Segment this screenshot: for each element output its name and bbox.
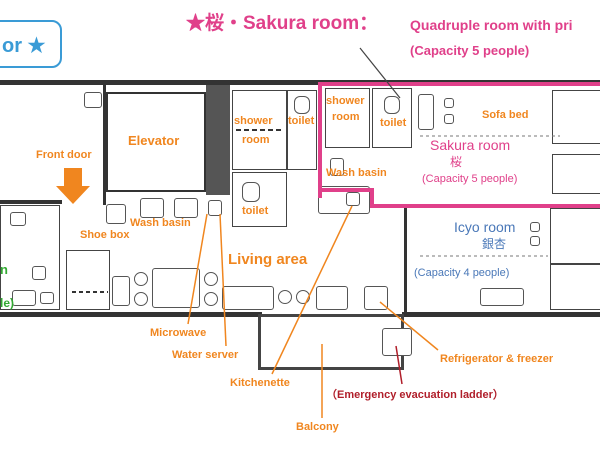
sofa-bed-label: Sofa bed xyxy=(482,109,529,121)
microwave-label: Microwave xyxy=(150,327,207,339)
fridge xyxy=(364,286,388,310)
stool-6 xyxy=(296,290,310,304)
sakura-stool-a xyxy=(444,98,454,108)
left-room-label-n: n xyxy=(0,262,8,277)
shower-room-2-label: shower xyxy=(326,95,365,107)
floor-badge: or ★ xyxy=(0,20,62,68)
icyo-room-kanji: 銀杏 xyxy=(482,237,507,251)
counter-a xyxy=(112,276,130,306)
stool-4 xyxy=(204,292,218,306)
stool-1 xyxy=(134,272,148,286)
stool-2 xyxy=(134,292,148,306)
stool-5 xyxy=(278,290,292,304)
table-1 xyxy=(152,268,200,308)
stool-3 xyxy=(204,272,218,286)
elevator xyxy=(106,92,206,192)
wall-mid-left xyxy=(0,200,62,204)
toilet-3 xyxy=(232,172,287,227)
sakura-header-capacity: (Capacity 5 people) xyxy=(410,43,530,58)
shower-room-1 xyxy=(232,90,287,170)
sakura-bed-2 xyxy=(552,154,600,194)
toilet-1-label: toilet xyxy=(288,115,315,127)
left-fixture-top xyxy=(84,92,102,108)
wash-basin-2 xyxy=(174,198,198,218)
wash-basin-label: Wash basin xyxy=(130,217,191,229)
sakura-room-kanji: 桜 xyxy=(450,155,463,169)
sakura-room-name: Sakura room xyxy=(430,137,511,153)
kitchen-unit-inner xyxy=(346,192,360,206)
sofa xyxy=(222,286,274,310)
icyo-room-name: Icyo room xyxy=(454,219,516,235)
left-fixture-c xyxy=(12,290,36,306)
wall-bottom-right xyxy=(402,312,600,317)
sakura-stool-b xyxy=(444,114,454,124)
elevator-wall xyxy=(206,85,230,195)
icyo-room-capacity: (Capacity 4 people) xyxy=(414,267,510,279)
icyo-wall xyxy=(404,206,407,312)
water-server-label: Water server xyxy=(172,349,239,361)
balcony-label: Balcony xyxy=(296,421,339,433)
toilet-2-label: toilet xyxy=(380,117,407,129)
shower-room-1-label: shower xyxy=(234,115,273,127)
kitchen-unit xyxy=(318,186,370,214)
icyo-wardrobe xyxy=(480,288,524,306)
wall-bottom-left xyxy=(0,312,262,317)
toilet-1-fixture xyxy=(294,96,310,114)
sakura-title: ★桜・Sakura room： xyxy=(186,13,379,34)
sakura-bed-1 xyxy=(552,90,600,144)
refrigerator-label: Refrigerator & freezer xyxy=(440,353,554,365)
wall-top xyxy=(0,80,600,85)
shower-room-2-label-2: room xyxy=(332,111,360,123)
icyo-bed-1 xyxy=(550,208,600,264)
left-fixture-d xyxy=(40,292,54,304)
sakura-wardrobe xyxy=(418,94,434,130)
kitchen-sink xyxy=(316,286,348,310)
elevator-label: Elevator xyxy=(128,133,180,148)
front-door-label: Front door xyxy=(36,149,92,161)
sakura-subtitle: Quadruple room with pri xyxy=(410,17,573,33)
left-fixture-a xyxy=(10,212,26,226)
wash-basin-room-label: Wash basin xyxy=(326,167,387,179)
shoe-box xyxy=(106,204,126,224)
sakura-room-capacity: (Capacity 5 people) xyxy=(422,173,518,185)
left-room-label-le: le) xyxy=(0,296,15,310)
toilet-2-fixture xyxy=(384,96,400,114)
wash-basin-1 xyxy=(140,198,164,218)
shower-room-1-label-2: room xyxy=(242,134,270,146)
living-area-label: Living area xyxy=(228,251,308,268)
toilet-3-label: toilet xyxy=(242,205,269,217)
water-server-leader xyxy=(219,213,227,347)
floor-badge-label: or ★ xyxy=(2,35,46,57)
shoe-box-label: Shoe box xyxy=(80,229,130,241)
kitchenette-label: Kitchenette xyxy=(230,377,290,389)
emergency-label: （Emergency evacuation ladder） xyxy=(326,389,504,401)
left-fixture-b xyxy=(32,266,46,280)
living-cabinet xyxy=(66,250,110,310)
left-divider xyxy=(103,85,106,205)
emergency-ladder-hatch xyxy=(382,328,412,356)
icyo-stool-b xyxy=(530,236,540,246)
toilet-3-fixture xyxy=(242,182,260,202)
water-server-unit xyxy=(208,200,222,216)
icyo-stool-a xyxy=(530,222,540,232)
icyo-bed-2 xyxy=(550,264,600,310)
